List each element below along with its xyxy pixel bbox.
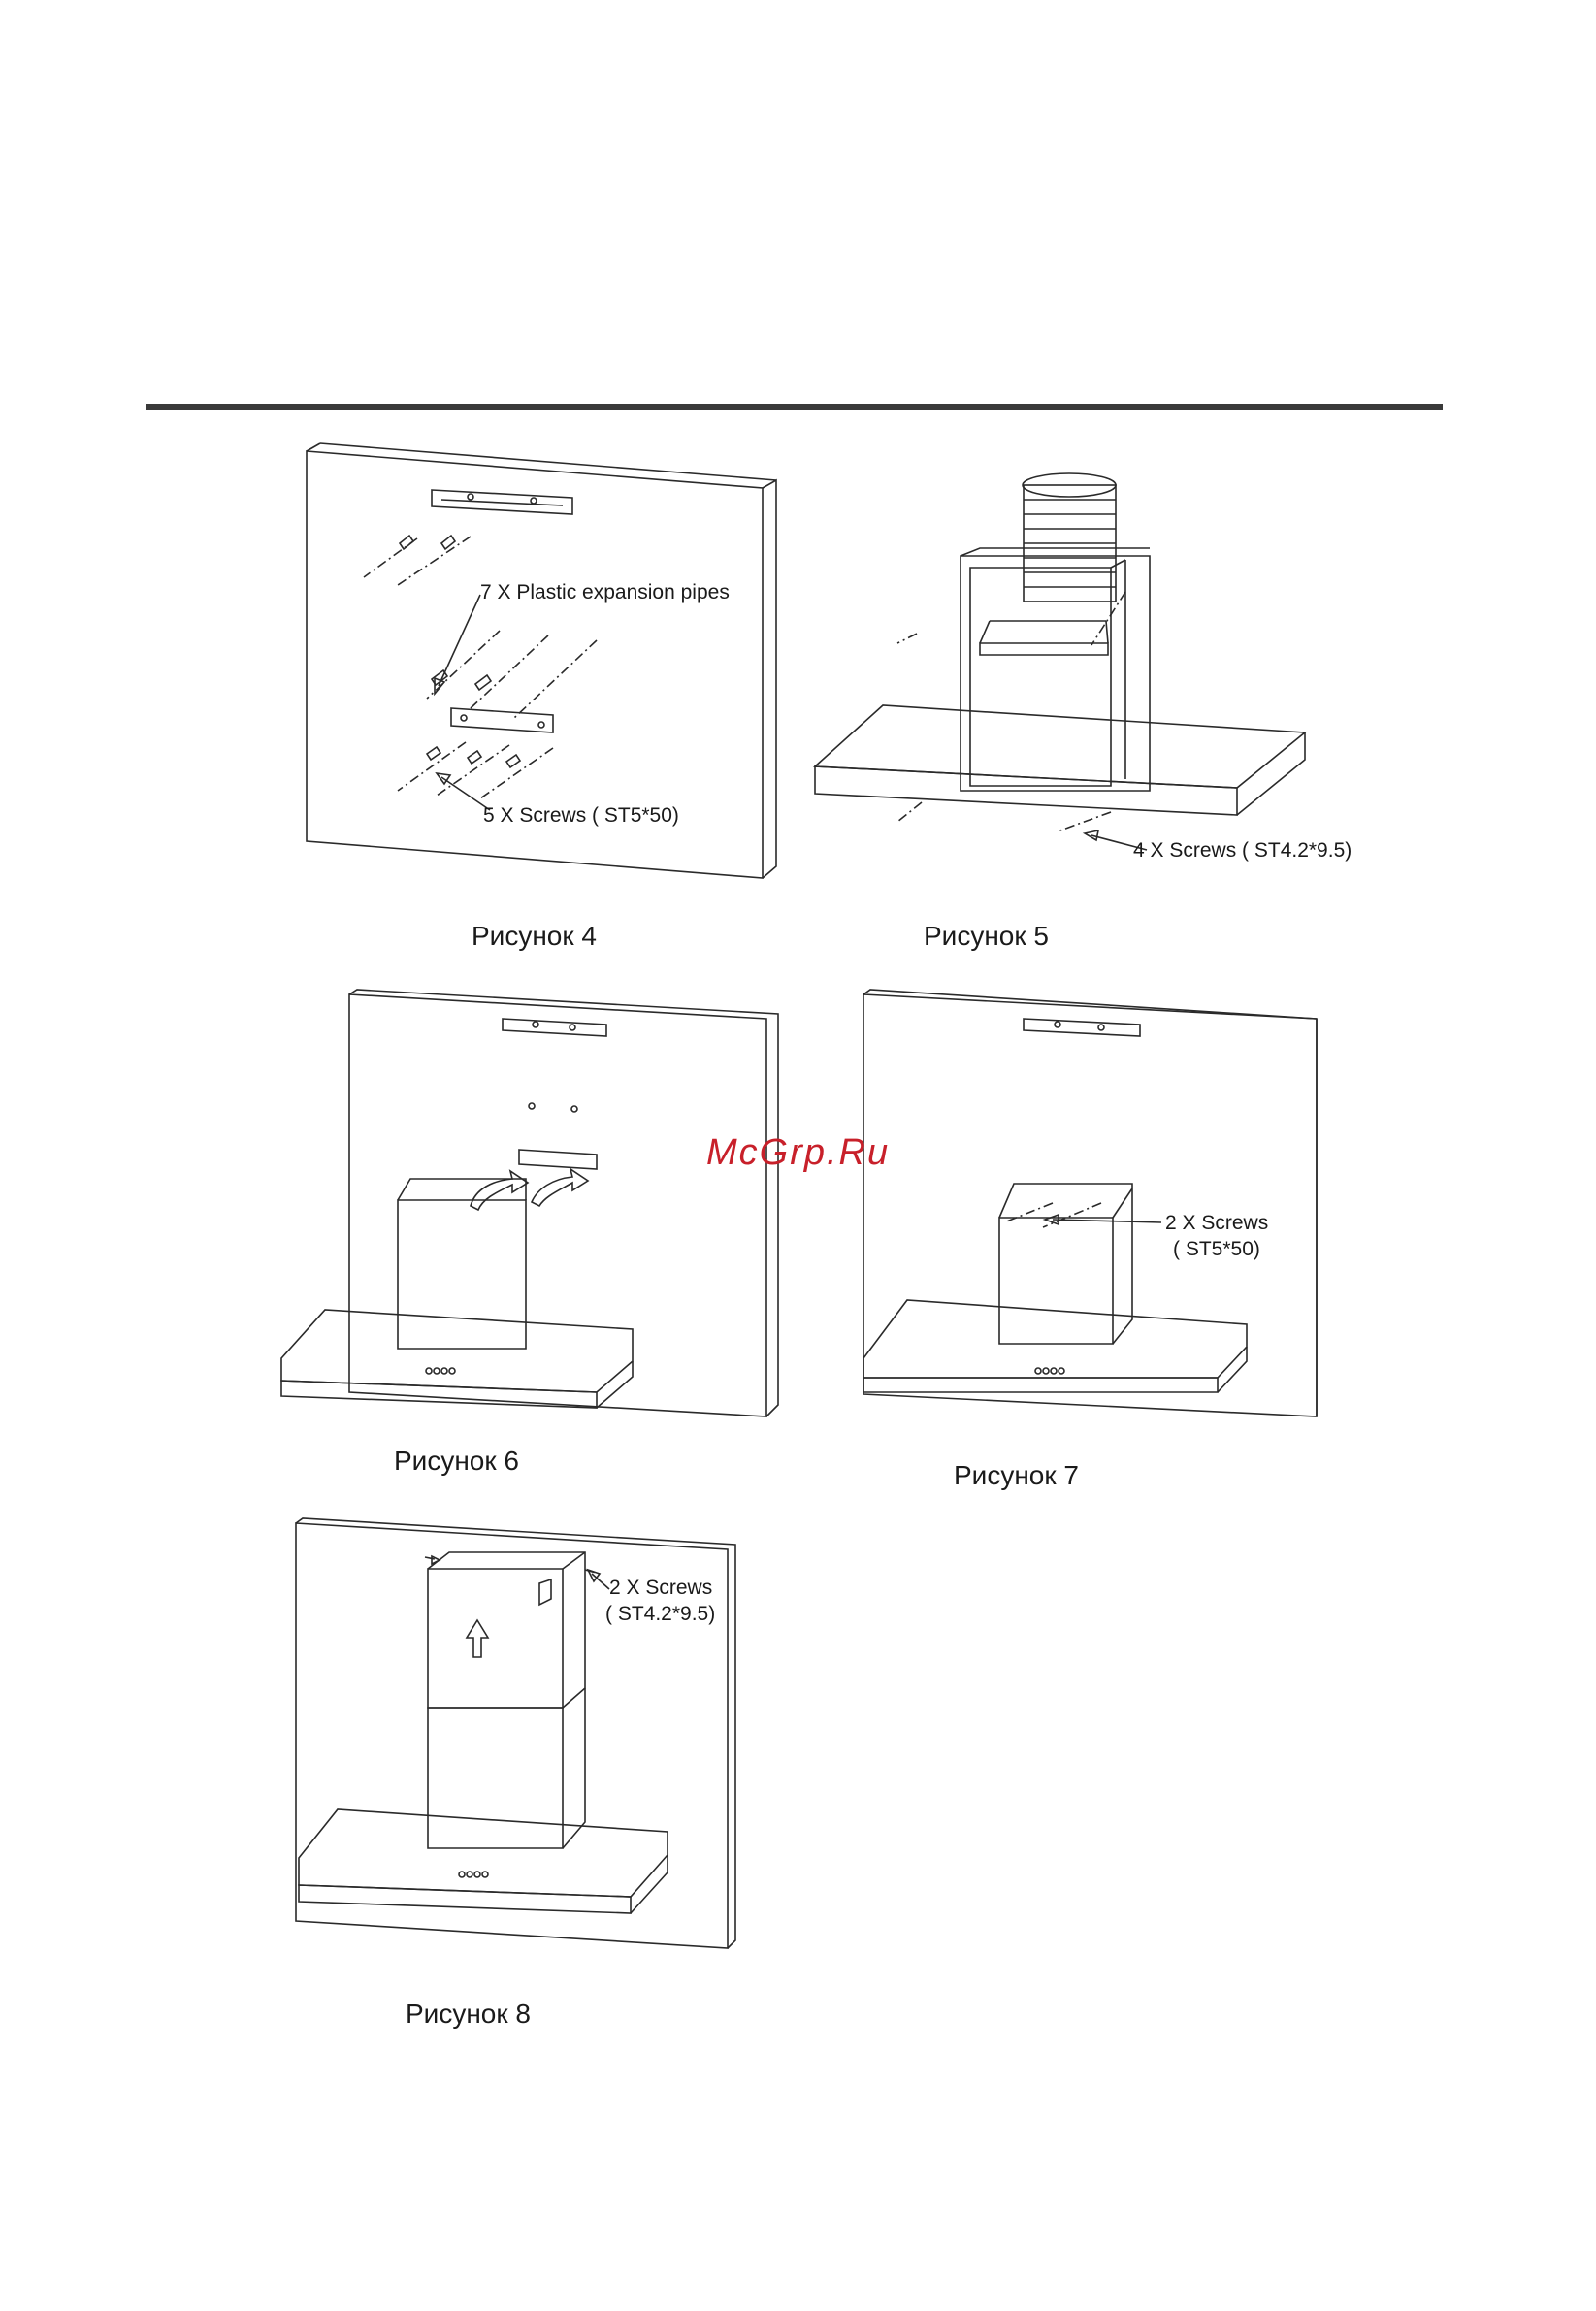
note-screws-st5x50: 5 X Screws ( ST5*50) bbox=[483, 804, 679, 827]
note-plastic-expansion-pipes: 7 X Plastic expansion pipes bbox=[480, 581, 730, 603]
note-screws-line1: 2 X Screws bbox=[1165, 1212, 1268, 1234]
figure-7-fix-chimney: 2 X Screws ( ST5*50) bbox=[859, 985, 1344, 1426]
note-screws-line2: ( ST4.2*9.5) bbox=[605, 1603, 715, 1625]
chimney bbox=[999, 1218, 1113, 1344]
caption-figure-4: Рисунок 4 bbox=[472, 921, 597, 952]
chimney bbox=[398, 1200, 526, 1349]
upper-bracket bbox=[1024, 1019, 1140, 1036]
note-screws-line2: ( ST5*50) bbox=[1173, 1238, 1260, 1260]
caption-figure-6: Рисунок 6 bbox=[394, 1446, 519, 1477]
figure-6-lift-chimney bbox=[272, 985, 786, 1426]
lower-bracket bbox=[519, 1150, 597, 1169]
upper-chimney bbox=[428, 1569, 563, 1708]
figure-5-chimney-to-hood: 4 X Screws ( ST4.2*9.5) bbox=[805, 471, 1349, 878]
chimney-inner bbox=[970, 568, 1111, 786]
caption-figure-5: Рисунок 5 bbox=[924, 921, 1049, 952]
note-screws-st4-2: 4 X Screws ( ST4.2*9.5) bbox=[1133, 839, 1352, 862]
watermark: McGrp.Ru bbox=[706, 1132, 890, 1174]
note-screws-line1: 2 X Screws bbox=[609, 1577, 712, 1599]
figure-8-extend-upper-chimney: 2 X Screws ( ST4.2*9.5) bbox=[289, 1514, 745, 1960]
upper-bracket bbox=[503, 1019, 606, 1036]
caption-figure-7: Рисунок 7 bbox=[954, 1460, 1079, 1491]
figure-4-wall-bracket-mounting: 7 X Plastic expansion pipes 5 X Screws (… bbox=[291, 441, 786, 888]
caption-figure-8: Рисунок 8 bbox=[406, 1999, 531, 2030]
section-divider bbox=[146, 404, 1443, 410]
lower-chimney bbox=[428, 1708, 563, 1848]
